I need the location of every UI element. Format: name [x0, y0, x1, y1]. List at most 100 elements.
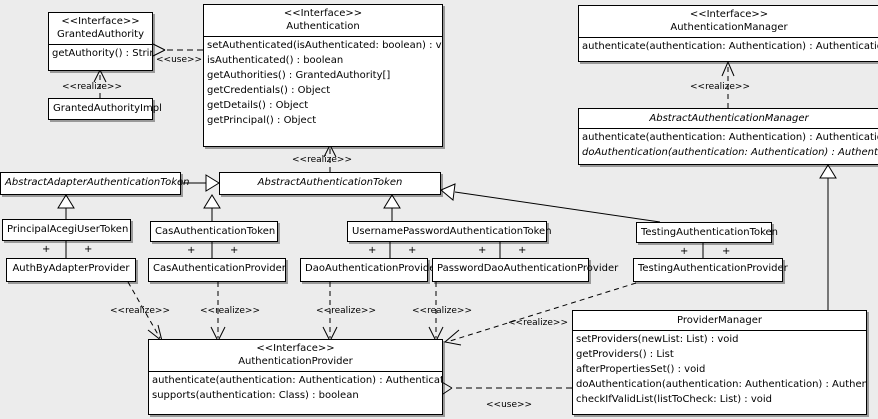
class-authentication[interactable]: <<Interface>> Authentication setAuthenti… — [203, 4, 443, 147]
operation: getAuthorities() : GrantedAuthority[] — [207, 70, 391, 81]
class-cas-authentication-provider[interactable]: CasAuthenticationProvider — [148, 258, 286, 282]
association-multiplicity-plus: + — [518, 245, 527, 256]
operation: authenticate(authentication: Authenticat… — [582, 41, 878, 52]
class-password-dao-authentication-provider[interactable]: PasswordDaoAuthenticationProvider — [432, 258, 619, 282]
class-name: ProviderManager — [676, 315, 762, 326]
class-name: AbstractAuthenticationToken — [257, 177, 403, 188]
class-header: AuthByAdapterProvider — [7, 259, 135, 278]
class-header: <<Interface>> Authentication — [204, 5, 442, 36]
operations-compartment: setProviders(newList: List) : void getPr… — [573, 330, 866, 408]
class-name: PasswordDaoAuthenticationProvider — [437, 263, 619, 274]
operation: afterPropertiesSet() : void — [576, 364, 706, 375]
class-testing-authentication-provider[interactable]: TestingAuthenticationProvider — [633, 258, 788, 282]
edge-label-realize-dao: <<realize>> — [316, 306, 376, 316]
class-header: CasAuthenticationProvider — [149, 259, 286, 278]
stereotype-interface: <<Interface>> — [61, 16, 140, 27]
class-name: PrincipalAcegiUserToken — [7, 224, 129, 235]
class-header: GrantedAuthorityImpl — [49, 99, 162, 118]
operations-compartment: getAuthority() : String — [49, 44, 152, 62]
association-multiplicity-plus: + — [408, 245, 417, 256]
operation: getAuthority() : String — [52, 48, 152, 59]
class-name: DaoAuthenticationProvider — [305, 263, 440, 274]
association-multiplicity-plus: + — [230, 245, 239, 256]
class-dao-authentication-provider[interactable]: DaoAuthenticationProvider — [300, 258, 440, 282]
association-multiplicity-plus: + — [478, 245, 487, 256]
edge-label-use-authentication-grantedauthority: <<use>> — [156, 55, 203, 65]
class-name: GrantedAuthorityImpl — [53, 103, 162, 114]
operation: doAuthentication(authentication: Authent… — [582, 147, 878, 158]
class-header: AbstractAuthenticationManager — [579, 109, 878, 128]
association-multiplicity-plus: + — [187, 245, 196, 256]
class-name: AuthenticationProvider — [238, 356, 353, 367]
class-name: CasAuthenticationToken — [155, 226, 276, 237]
edge-label-realize-abstract-token: <<realize>> — [292, 155, 352, 165]
edge-label-realize-cas: <<realize>> — [200, 306, 260, 316]
class-username-password-authentication-token[interactable]: UsernamePasswordAuthenticationToken — [347, 221, 552, 242]
operation: authenticate(authentication: Authenticat… — [582, 132, 878, 143]
class-granted-authority[interactable]: <<Interface>> GrantedAuthority getAuthor… — [48, 12, 153, 71]
class-header: PasswordDaoAuthenticationProvider — [433, 259, 619, 278]
operations-compartment: authenticate(authentication: Authenticat… — [579, 37, 878, 55]
association-multiplicity-plus: + — [368, 245, 377, 256]
class-testing-authentication-token[interactable]: TestingAuthenticationToken — [636, 222, 779, 243]
class-header: <<Interface>> GrantedAuthority — [49, 13, 152, 44]
operation: getPrincipal() : Object — [207, 115, 317, 126]
association-multiplicity-plus: + — [680, 246, 689, 257]
class-header: UsernamePasswordAuthenticationToken — [348, 222, 552, 241]
class-header: PrincipalAcegiUserToken — [3, 220, 130, 239]
class-name: TestingAuthenticationToken — [641, 227, 779, 238]
class-granted-authority-impl[interactable]: GrantedAuthorityImpl — [48, 98, 162, 120]
class-abstract-authentication-manager[interactable]: AbstractAuthenticationManager authentica… — [578, 108, 878, 165]
class-name: AuthenticationManager — [670, 22, 788, 33]
class-abstract-authentication-token[interactable]: AbstractAuthenticationToken — [219, 172, 441, 195]
edge-label-realize-granted-authority-impl: <<realize>> — [62, 82, 122, 92]
class-header: CasAuthenticationToken — [151, 222, 277, 241]
association-multiplicity-plus: + — [722, 246, 731, 257]
edge-label-realize-password-dao: <<realize>> — [412, 306, 472, 316]
edge-label-realize-abstract-manager: <<realize>> — [690, 82, 750, 92]
class-header: AbstractAuthenticationToken — [220, 173, 440, 192]
class-cas-authentication-token[interactable]: CasAuthenticationToken — [150, 221, 278, 242]
class-abstract-adapter-authentication-token[interactable]: AbstractAdapterAuthenticationToken — [0, 172, 190, 195]
class-authentication-manager[interactable]: <<Interface>> AuthenticationManager auth… — [578, 5, 878, 62]
operation: setProviders(newList: List) : void — [576, 334, 739, 345]
class-header: <<Interface>> AuthenticationManager — [579, 6, 878, 37]
operation: getCredentials() : Object — [207, 85, 331, 96]
class-provider-manager[interactable]: ProviderManager setProviders(newList: Li… — [572, 310, 867, 415]
association-multiplicity-plus: + — [84, 244, 93, 255]
edge-label-realize-auth-by-adapter: <<realize>> — [110, 306, 170, 316]
class-name: AbstractAdapterAuthenticationToken — [5, 177, 190, 188]
edge-label-realize-testing: <<realize>> — [508, 318, 568, 328]
association-multiplicity-plus: + — [42, 244, 51, 255]
class-name: Authentication — [286, 21, 360, 32]
class-header: AbstractAdapterAuthenticationToken — [1, 173, 190, 192]
operations-compartment: authenticate(authentication: Authenticat… — [579, 128, 878, 161]
class-name: UsernamePasswordAuthenticationToken — [352, 226, 552, 237]
class-name: GrantedAuthority — [56, 29, 145, 40]
class-header: ProviderManager — [573, 311, 866, 330]
operations-compartment: authenticate(authentication: Authenticat… — [149, 371, 442, 404]
operation: getProviders() : List — [576, 349, 674, 360]
operations-compartment: setAuthenticated(isAuthenticated: boolea… — [204, 36, 442, 129]
class-name: AbstractAuthenticationManager — [649, 113, 809, 124]
class-auth-by-adapter-provider[interactable]: AuthByAdapterProvider — [6, 258, 136, 282]
operation: authenticate(authentication: Authenticat… — [152, 375, 442, 386]
class-header: TestingAuthenticationToken — [637, 223, 779, 242]
edge-label-use-provider-manager: <<use>> — [486, 400, 533, 410]
class-principal-acegi-user-token[interactable]: PrincipalAcegiUserToken — [2, 219, 131, 241]
class-name: AuthByAdapterProvider — [12, 263, 130, 274]
class-header: DaoAuthenticationProvider — [301, 259, 440, 278]
class-authentication-provider[interactable]: <<Interface>> AuthenticationProvider aut… — [148, 339, 443, 415]
class-header: <<Interface>> AuthenticationProvider — [149, 340, 442, 371]
stereotype-interface: <<Interface>> — [689, 9, 769, 20]
operation: supports(authentication: Class) : boolea… — [152, 390, 359, 401]
class-name: TestingAuthenticationProvider — [638, 263, 788, 274]
class-header: TestingAuthenticationProvider — [634, 259, 788, 278]
class-name: CasAuthenticationProvider — [153, 263, 286, 274]
operation: getDetails() : Object — [207, 100, 309, 111]
operation: checkIfValidList(listToCheck: List) : vo… — [576, 394, 773, 405]
operation: isAuthenticated() : boolean — [207, 55, 344, 66]
operation: setAuthenticated(isAuthenticated: boolea… — [207, 40, 442, 51]
operation: doAuthentication(authentication: Authent… — [576, 379, 866, 390]
